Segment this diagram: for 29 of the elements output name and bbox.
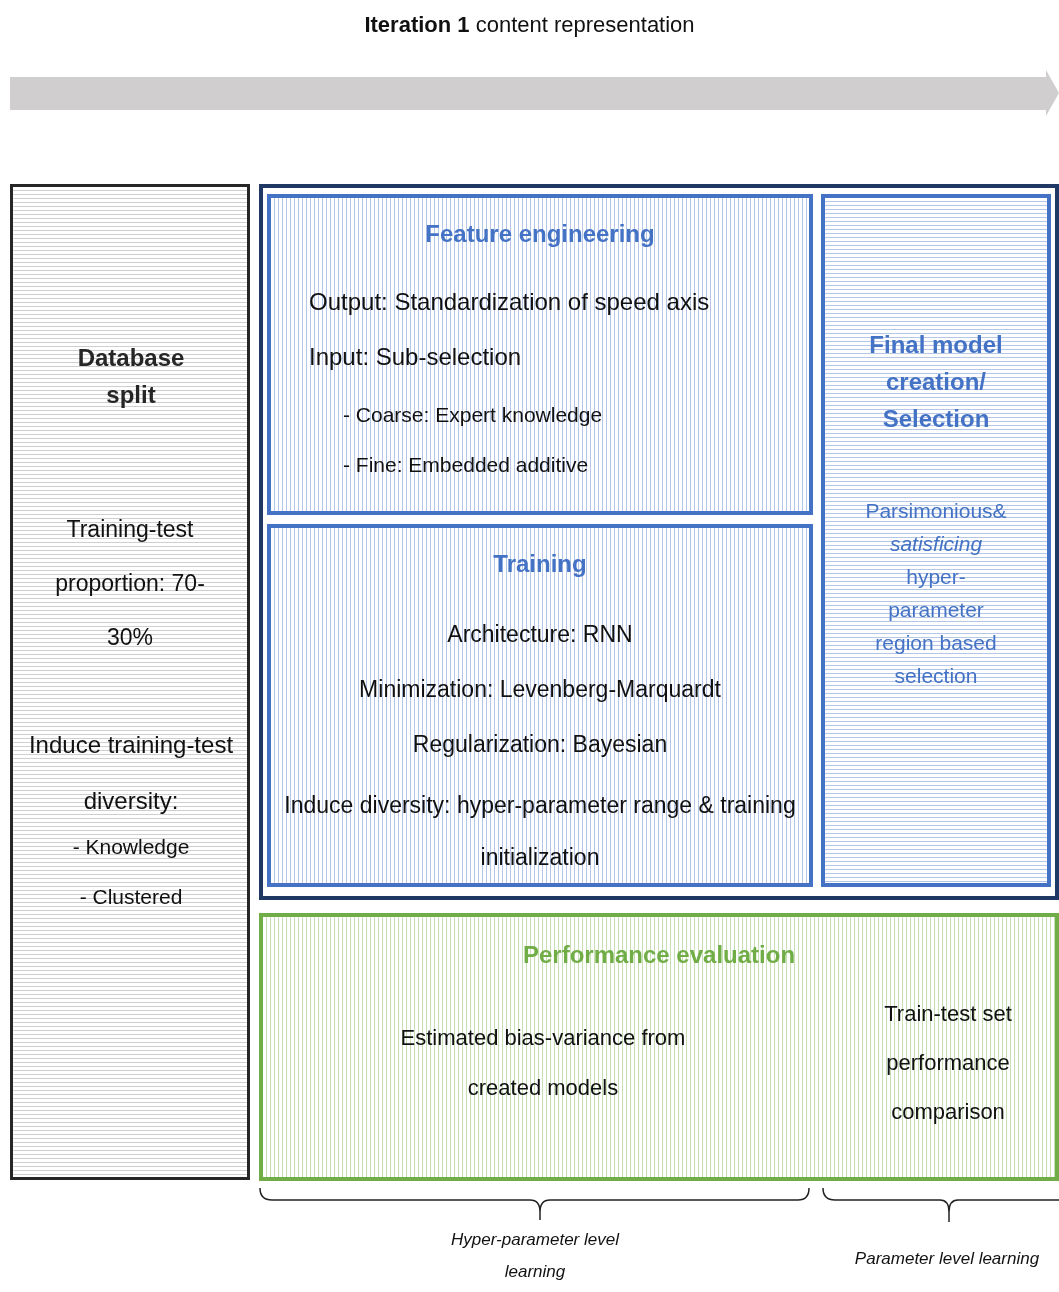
diagram-title: Iteration 1 content representation <box>363 12 696 38</box>
box-heading: Database split <box>76 343 186 410</box>
annotation-label: Parameter level learning <box>853 1248 1041 1270</box>
process-box <box>267 194 813 515</box>
panel <box>10 184 250 1180</box>
body-text: Induce diversity: hyper-parameter range & training initialization <box>283 791 797 872</box>
body-text: Input: Sub-selection <box>309 342 523 372</box>
body-text: Parsimonious& satisficing hyper-parameter region based selection <box>864 498 1008 689</box>
body-text: Output: Standardization of speed axis <box>309 287 711 317</box>
body-text: Minimization: Levenberg-Marquardt <box>358 675 722 704</box>
box-heading: Performance evaluation <box>521 940 797 970</box>
body-text: Training-test proportion: 70-30% <box>55 515 205 652</box>
body-text: Estimated bias-variance from created models <box>399 1024 687 1102</box>
annotation-label: Hyper-parameter level learning <box>450 1229 621 1283</box>
body-text: Train-test set performance comparison <box>883 1000 1013 1126</box>
group-frame <box>259 184 1059 900</box>
process-box <box>259 913 1059 1181</box>
box-heading: Training <box>492 549 588 579</box>
body-text: Regularization: Bayesian <box>411 730 669 759</box>
process-box <box>267 524 813 887</box>
body-text: - Clustered <box>78 884 184 910</box>
body-text: - Knowledge <box>71 834 191 860</box>
box-heading: Feature engineering <box>424 219 656 249</box>
body-text: Architecture: RNN <box>446 620 634 649</box>
body-text: - Fine: Embedded additive <box>343 452 590 478</box>
box-heading: Final model creation/ Selection <box>868 330 1004 434</box>
body-text: Induce training-test diversity: <box>27 730 235 816</box>
process-box <box>821 194 1051 887</box>
body-text: - Coarse: Expert knowledge <box>343 402 604 428</box>
